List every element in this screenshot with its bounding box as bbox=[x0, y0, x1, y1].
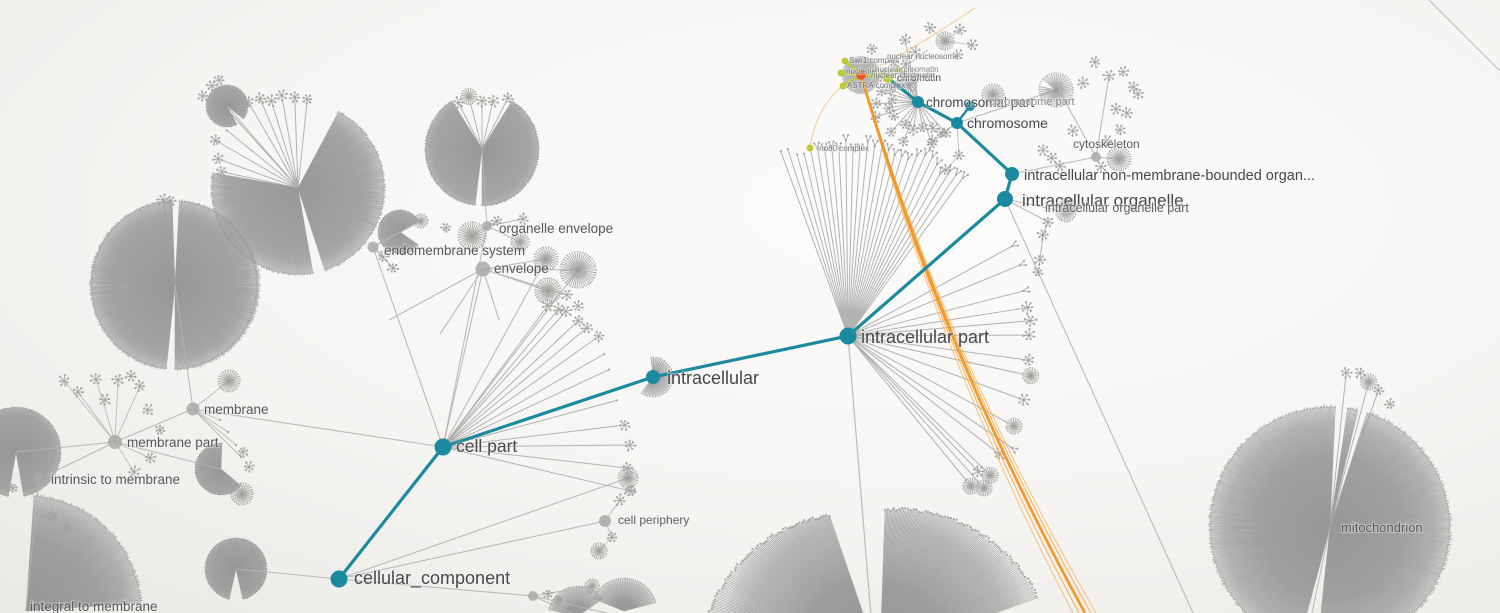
svg-text:cellular_component: cellular_component bbox=[354, 568, 510, 589]
svg-text:organelle envelope: organelle envelope bbox=[499, 221, 613, 236]
svg-text:intracellular non-membrane-bou: intracellular non-membrane-bounded organ… bbox=[1024, 168, 1315, 184]
svg-text:endomembrane system: endomembrane system bbox=[384, 243, 525, 258]
svg-text:intracellular organelle part: intracellular organelle part bbox=[1045, 201, 1189, 215]
svg-text:intracellular: intracellular bbox=[667, 368, 759, 388]
svg-text:nuclear chromatin: nuclear chromatin bbox=[875, 65, 939, 74]
svg-text:cytoskeleton: cytoskeleton bbox=[1073, 137, 1140, 151]
svg-text:intracellular part: intracellular part bbox=[861, 327, 989, 347]
svg-text:integral to membrane: integral to membrane bbox=[30, 599, 158, 613]
svg-text:Ino80 complex: Ino80 complex bbox=[817, 144, 869, 153]
svg-text:chromosomal part: chromosomal part bbox=[926, 95, 1034, 110]
svg-text:envelope: envelope bbox=[494, 261, 549, 276]
svg-text:chromosome part: chromosome part bbox=[989, 96, 1075, 108]
svg-text:cell periphery: cell periphery bbox=[618, 513, 689, 527]
svg-text:chromosome: chromosome bbox=[967, 115, 1048, 131]
svg-text:membrane: membrane bbox=[204, 402, 269, 417]
svg-text:mitochondrion: mitochondrion bbox=[1341, 520, 1423, 535]
svg-text:intracellular organelle: intracellular organelle bbox=[1022, 191, 1184, 210]
svg-text:chromatin: chromatin bbox=[897, 73, 941, 84]
svg-text:nuclear nucleosome: nuclear nucleosome bbox=[887, 52, 959, 61]
svg-text:nucleolar chromatin: nucleolar chromatin bbox=[846, 67, 916, 76]
svg-text:nuclear chromatin: nuclear chromatin bbox=[871, 71, 935, 80]
svg-text:ASTRA complex: ASTRA complex bbox=[847, 81, 905, 90]
svg-text:Swr1 complex: Swr1 complex bbox=[849, 56, 899, 65]
svg-text:cell part: cell part bbox=[456, 436, 517, 456]
svg-text:intrinsic to membrane: intrinsic to membrane bbox=[51, 472, 180, 487]
svg-text:membrane part: membrane part bbox=[127, 435, 219, 450]
